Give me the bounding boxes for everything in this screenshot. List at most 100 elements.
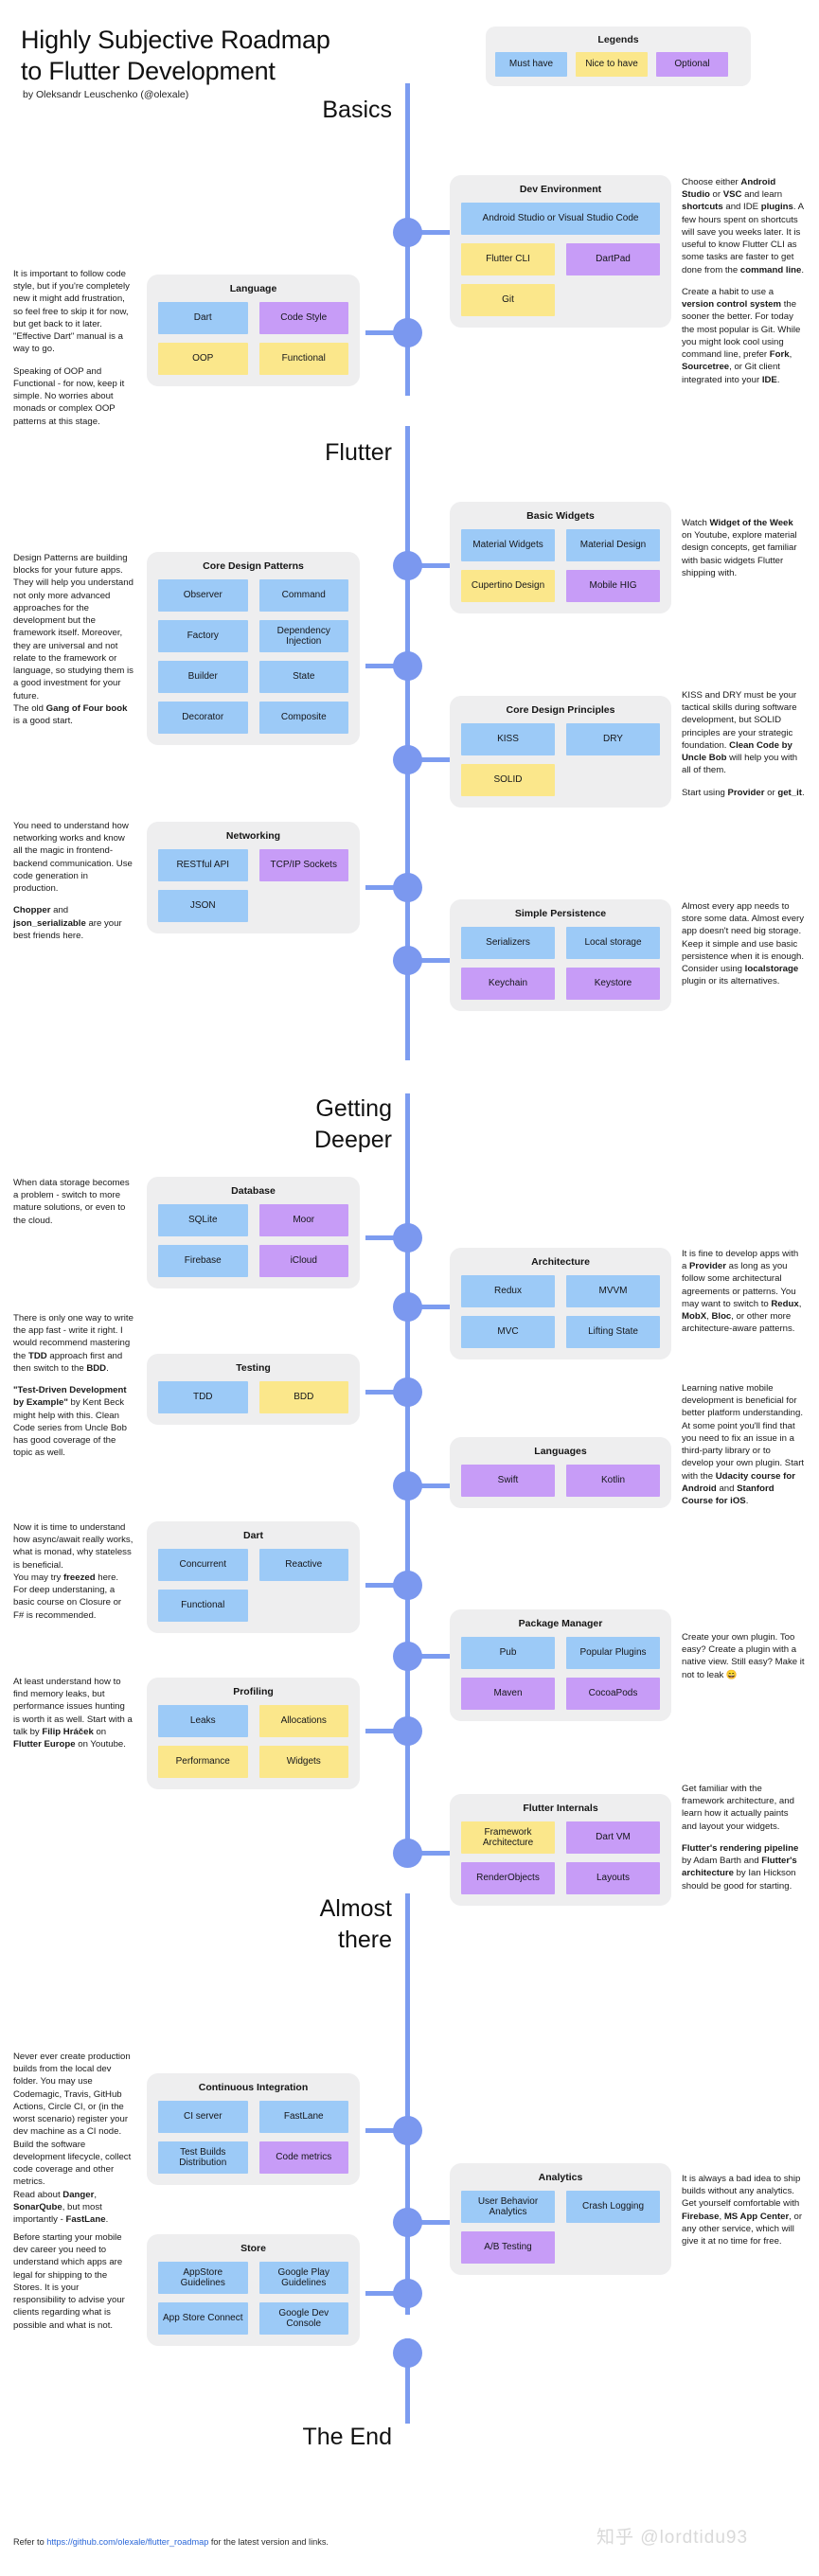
card-flutter-internals: Flutter Internals Framework Architecture… — [450, 1794, 671, 1906]
chip-mobile-hig[interactable]: Mobile HIG — [566, 570, 660, 602]
chip-decorator[interactable]: Decorator — [158, 702, 248, 734]
card-dart: Dart Concurrent Reactive Functional — [147, 1521, 360, 1633]
note-core-design-patterns-p1: Design Patterns are building blocks for … — [13, 553, 134, 727]
connector-languages — [413, 1483, 451, 1488]
chip-code-metrics[interactable]: Code metrics — [258, 2141, 348, 2174]
chip-dependency-injection[interactable]: Dependency Injection — [258, 620, 348, 652]
chip-maven[interactable]: Maven — [461, 1678, 555, 1710]
chip-reactive[interactable]: Reactive — [258, 1549, 348, 1581]
chip-dry[interactable]: DRY — [566, 723, 660, 755]
note-dev-environment: Choose either Android Studio or VSC and … — [682, 176, 805, 386]
chip-performance[interactable]: Performance — [158, 1746, 248, 1778]
chip-kiss[interactable]: KISS — [461, 723, 555, 755]
card-grid-core-design-patterns: Observer Command Factory Dependency Inje… — [158, 579, 348, 734]
chip-code-style[interactable]: Code Style — [258, 302, 348, 334]
chip-keychain[interactable]: Keychain — [461, 968, 555, 1000]
chip-restful-api[interactable]: RESTful API — [158, 849, 248, 881]
chip-local-storage[interactable]: Local storage — [566, 927, 660, 959]
card-grid-dart: Concurrent Reactive Functional — [158, 1549, 348, 1622]
stage-heading-deeper: Deeper — [218, 1125, 398, 1157]
chip-keystore[interactable]: Keystore — [566, 968, 660, 1000]
chip-moor[interactable]: Moor — [258, 1204, 348, 1236]
card-dev-environment: Dev Environment Android Studio or Visual… — [450, 175, 671, 328]
chip-renderobjects[interactable]: RenderObjects — [461, 1862, 555, 1894]
chip-tcp-ip-sockets[interactable]: TCP/IP Sockets — [258, 849, 348, 881]
chip-git[interactable]: Git — [461, 284, 555, 316]
chip-builder[interactable]: Builder — [158, 661, 248, 693]
chip-bdd[interactable]: BDD — [258, 1381, 348, 1413]
chip-factory[interactable]: Factory — [158, 620, 248, 652]
chip-app-store-connect[interactable]: App Store Connect — [158, 2302, 248, 2335]
chip-command[interactable]: Command — [258, 579, 348, 612]
card-title-networking: Networking — [225, 830, 281, 842]
note-package-manager-p1: Create your own plugin. Too easy? Create… — [682, 1632, 805, 1680]
chip-allocations[interactable]: Allocations — [258, 1705, 348, 1737]
chip-ci-server[interactable]: CI server — [158, 2101, 248, 2133]
chip-test-builds-distribution[interactable]: Test Builds Distribution — [158, 2141, 248, 2174]
chip-mvc[interactable]: MVC — [461, 1316, 555, 1348]
chip-ab-testing[interactable]: A/B Testing — [461, 2231, 555, 2264]
chip-popular-plugins[interactable]: Popular Plugins — [566, 1637, 660, 1669]
card-title-dev-environment: Dev Environment — [519, 184, 602, 195]
chip-profiling-widgets[interactable]: Widgets — [258, 1746, 348, 1778]
chip-spacer — [259, 1590, 349, 1622]
card-grid-store: AppStore Guidelines Google Play Guidelin… — [158, 2262, 348, 2335]
node-architecture — [393, 1292, 422, 1322]
chip-composite[interactable]: Composite — [258, 702, 348, 734]
card-title-dart: Dart — [242, 1530, 263, 1541]
chip-layouts[interactable]: Layouts — [566, 1862, 660, 1894]
chip-flutter-cli[interactable]: Flutter CLI — [461, 243, 555, 275]
chip-material-design[interactable]: Material Design — [566, 529, 660, 561]
footer-link[interactable]: https://github.com/olexale/flutter_roadm… — [46, 2537, 209, 2547]
note-testing: There is only one way to write the app f… — [13, 1312, 134, 1460]
chip-observer[interactable]: Observer — [158, 579, 248, 612]
chip-serializers[interactable]: Serializers — [461, 927, 555, 959]
chip-icloud[interactable]: iCloud — [258, 1245, 348, 1277]
chip-leaks[interactable]: Leaks — [158, 1705, 248, 1737]
chip-spacer — [566, 764, 660, 796]
chip-concurrent[interactable]: Concurrent — [158, 1549, 248, 1581]
chip-appstore-guidelines[interactable]: AppStore Guidelines — [158, 2262, 248, 2294]
chip-swift[interactable]: Swift — [461, 1465, 555, 1497]
chip-dart-functional[interactable]: Functional — [158, 1590, 248, 1622]
chip-functional[interactable]: Functional — [258, 343, 348, 375]
node-analytics — [393, 2208, 422, 2237]
chip-kotlin[interactable]: Kotlin — [566, 1465, 660, 1497]
note-language: It is important to follow code style, bu… — [13, 268, 134, 428]
chip-framework-architecture[interactable]: Framework Architecture — [461, 1821, 555, 1854]
chip-redux[interactable]: Redux — [461, 1275, 555, 1307]
chip-state[interactable]: State — [258, 661, 348, 693]
chip-oop[interactable]: OOP — [158, 343, 248, 375]
chip-user-behavior-analytics[interactable]: User Behavior Analytics — [461, 2191, 555, 2223]
chip-dart[interactable]: Dart — [158, 302, 248, 334]
stage-heading-the-end: The End — [204, 2422, 398, 2454]
note-language-p2: Speaking of OOP and Functional - for now… — [13, 365, 125, 427]
legend-optional: Optional — [656, 52, 728, 77]
chip-google-dev-console[interactable]: Google Dev Console — [258, 2302, 348, 2335]
chip-json[interactable]: JSON — [158, 890, 248, 922]
chip-mvvm[interactable]: MVVM — [566, 1275, 660, 1307]
chip-dart-vm[interactable]: Dart VM — [566, 1821, 660, 1854]
chip-firebase[interactable]: Firebase — [158, 1245, 248, 1277]
legends-box: Legends Must have Nice to have Optional — [486, 27, 751, 86]
chip-android-studio-or-vsc[interactable]: Android Studio or Visual Studio Code — [461, 203, 660, 235]
chip-sqlite[interactable]: SQLite — [158, 1204, 248, 1236]
card-analytics: Analytics User Behavior Analytics Crash … — [450, 2163, 671, 2275]
chip-solid[interactable]: SOLID — [461, 764, 555, 796]
note-language-p1: It is important to follow code style, bu… — [13, 269, 130, 355]
chip-cupertino-design[interactable]: Cupertino Design — [461, 570, 555, 602]
chip-tdd[interactable]: TDD — [158, 1381, 248, 1413]
chip-google-play-guidelines[interactable]: Google Play Guidelines — [258, 2262, 348, 2294]
chip-material-widgets[interactable]: Material Widgets — [461, 529, 555, 561]
node-simple-persistence — [393, 946, 422, 975]
note-flutter-internals-p1: Get familiar with the framework architec… — [682, 1784, 794, 1832]
chip-pub[interactable]: Pub — [461, 1637, 555, 1669]
chip-dartpad[interactable]: DartPad — [566, 243, 660, 275]
chip-lifting-state[interactable]: Lifting State — [566, 1316, 660, 1348]
chip-cocoapods[interactable]: CocoaPods — [566, 1678, 660, 1710]
connector-basic-widgets — [413, 563, 451, 568]
chip-fastlane[interactable]: FastLane — [258, 2101, 348, 2133]
connector-continuous-integration — [365, 2128, 409, 2133]
chip-crash-logging[interactable]: Crash Logging — [566, 2191, 660, 2223]
card-title-package-manager: Package Manager — [518, 1618, 603, 1629]
